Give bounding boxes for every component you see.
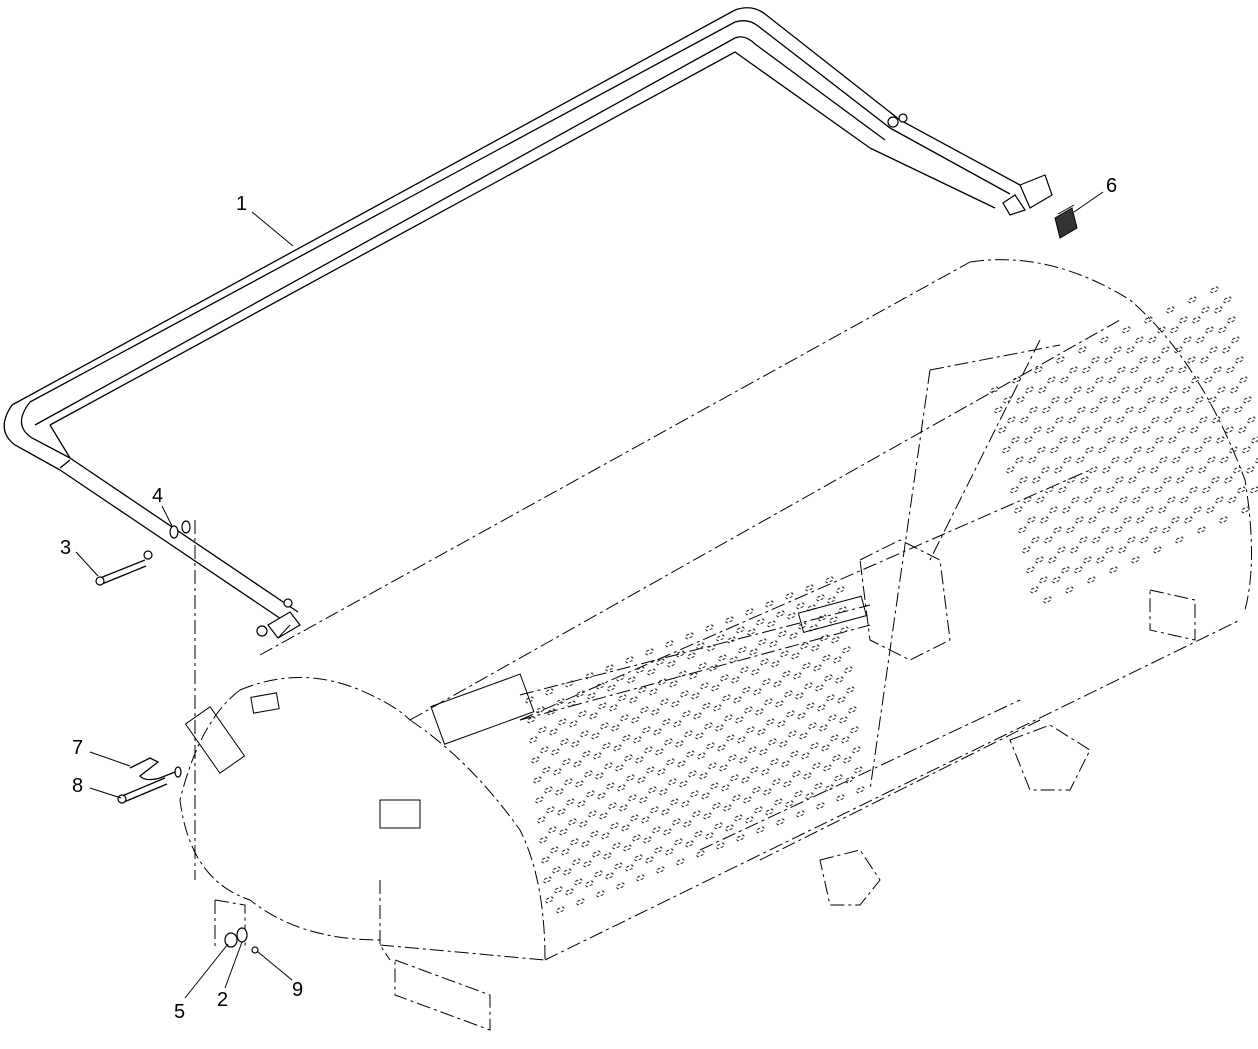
callout-2: 2: [217, 941, 243, 1011]
callout-9: 9: [257, 951, 303, 1001]
callout-7-label: 7: [72, 737, 83, 759]
callout-2-label: 2: [217, 989, 228, 1011]
callout-9-label: 9: [292, 979, 303, 1001]
callout-3: 3: [60, 537, 99, 577]
warning-decals: [184, 595, 868, 829]
callout-1-label: 1: [236, 193, 247, 215]
callout-1: 1: [236, 193, 294, 247]
callout-4-label: 4: [152, 485, 163, 507]
callout-8-label: 8: [72, 775, 83, 797]
callout-7: 7: [72, 737, 131, 767]
callout-6-label: 6: [1106, 175, 1117, 197]
callout-6: 6: [1073, 175, 1117, 213]
callout-5: 5: [174, 943, 229, 1023]
bolt-lower-part: [117, 766, 182, 804]
hood-assembly: [179, 259, 1252, 1031]
callout-5-label: 5: [174, 1001, 185, 1023]
callout-4: 4: [152, 485, 173, 527]
hook-bracket-part: [129, 757, 176, 781]
drum-perforations: [524, 286, 1258, 914]
washer-part: [169, 520, 191, 539]
tube-frame-part: [3, 7, 1053, 639]
end-cap-part: [1054, 204, 1078, 239]
callout-3-label: 3: [60, 537, 71, 559]
bolt-part: [95, 559, 147, 586]
nut-washer-parts: [224, 927, 259, 954]
callout-8: 8: [72, 775, 122, 799]
